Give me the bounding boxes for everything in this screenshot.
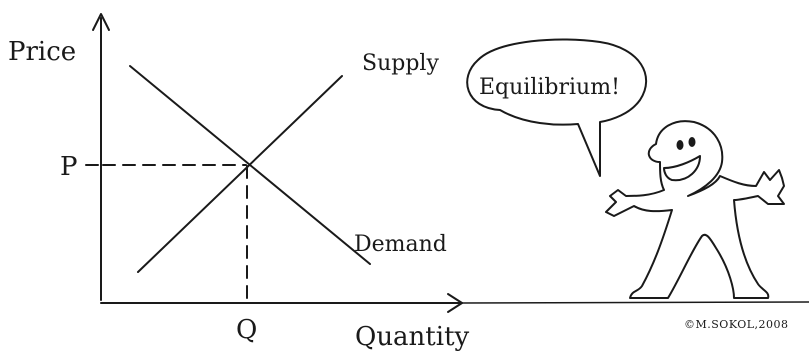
- cartoon-character: [605, 120, 785, 299]
- speech-bubble-text: Equilibrium!: [479, 75, 620, 100]
- supply-curve: [137, 75, 343, 273]
- x-axis-label: Quantity: [355, 322, 470, 352]
- speech-bubble: Equilibrium!: [466, 38, 648, 177]
- supply-label: Supply: [362, 51, 439, 76]
- price-marker-label: P: [60, 152, 78, 182]
- speech-bubble-outline: [466, 38, 648, 177]
- y-axis-arrowhead: [92, 13, 110, 31]
- character-left-eye: [676, 140, 684, 150]
- artist-credit: ©M.SOKOL,2008: [684, 318, 789, 331]
- character-body: [605, 120, 785, 299]
- y-axis-label: Price: [8, 37, 76, 67]
- character-right-eye: [688, 137, 696, 147]
- equilibrium-guides: [85, 164, 248, 301]
- character-mouth: [663, 155, 701, 182]
- curves: [129, 65, 371, 273]
- quantity-marker-label: Q: [236, 315, 257, 345]
- demand-curve: [129, 65, 371, 265]
- axes: [92, 13, 809, 313]
- demand-label: Demand: [354, 232, 447, 257]
- ground-line: [461, 301, 809, 304]
